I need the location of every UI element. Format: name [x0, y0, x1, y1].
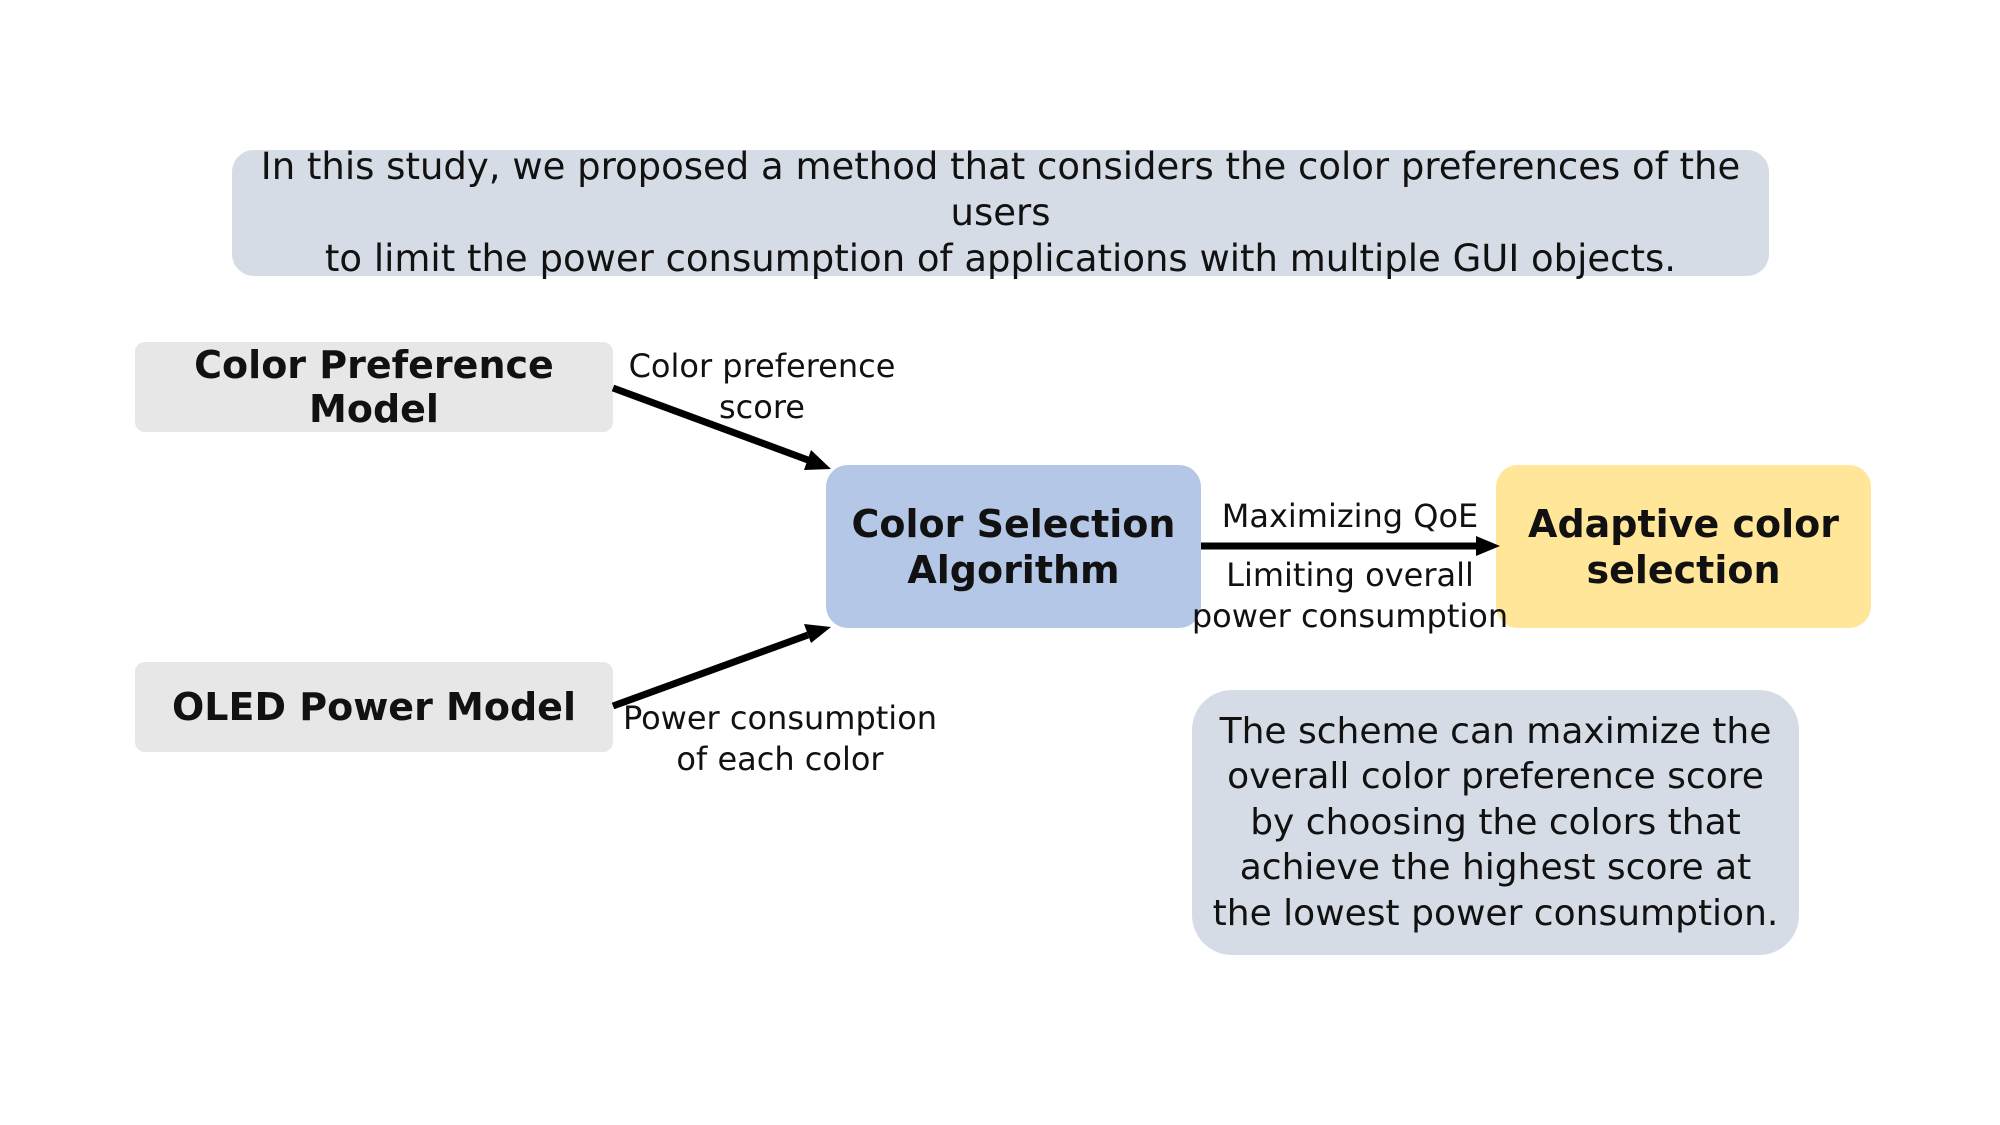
- adaptive-color-selection-box: Adaptive color selection: [1496, 465, 1871, 628]
- color-selection-algorithm-box: Color Selection Algorithm: [826, 465, 1201, 628]
- limiting-power-edge-label: Limiting overall power consumption: [1190, 555, 1510, 637]
- algorithm-label-line: Color Selection: [851, 501, 1176, 546]
- arrow-algorithm-to-adaptive: [1201, 536, 1500, 556]
- intro-text-box: In this study, we proposed a method that…: [232, 145, 1769, 280]
- scheme-line: The scheme can maximize the: [1219, 710, 1772, 752]
- scheme-text-box: The scheme can maximize the overall colo…: [1192, 690, 1799, 955]
- scheme-line: overall color preference score: [1227, 756, 1764, 798]
- intro-line: to limit the power consumption of applic…: [324, 237, 1677, 280]
- scheme-line: by choosing the colors that: [1250, 801, 1741, 843]
- edge-label-line: of each color: [676, 740, 884, 778]
- edge-label-line: Color preference: [628, 347, 896, 385]
- oled-power-model-box: OLED Power Model: [135, 662, 613, 752]
- edge-label-line: Maximizing QoE: [1221, 497, 1479, 535]
- edge-label-line: score: [719, 388, 805, 426]
- scheme-line: the lowest power consumption.: [1212, 892, 1779, 934]
- algorithm-label-line: Algorithm: [907, 547, 1120, 592]
- edge-label-line: Power consumption: [622, 699, 938, 737]
- arrow-preference-to-algorithm: [611, 384, 831, 470]
- adaptive-label-line: selection: [1586, 547, 1781, 592]
- color-preference-model-label: Color Preference Model: [194, 343, 554, 431]
- edge-label-line: Limiting overall: [1226, 556, 1474, 594]
- arrow-power-to-algorithm: [611, 624, 831, 710]
- color-preference-model-box: Color Preference Model: [135, 342, 613, 432]
- oled-power-model-label: OLED Power Model: [172, 685, 576, 729]
- preference-score-edge-label: Color preference score: [608, 346, 916, 428]
- scheme-text: The scheme can maximize the overall colo…: [1213, 709, 1779, 937]
- maximizing-qoe-edge-label: Maximizing QoE: [1203, 496, 1497, 537]
- intro-text: In this study, we proposed a method that…: [256, 144, 1745, 282]
- intro-line: In this study, we proposed a method that…: [260, 145, 1741, 234]
- scheme-line: achieve the highest score at: [1239, 847, 1752, 889]
- power-per-color-edge-label: Power consumption of each color: [612, 698, 948, 780]
- adaptive-label-line: Adaptive color: [1528, 501, 1839, 546]
- edge-label-line: power consumption: [1191, 597, 1509, 635]
